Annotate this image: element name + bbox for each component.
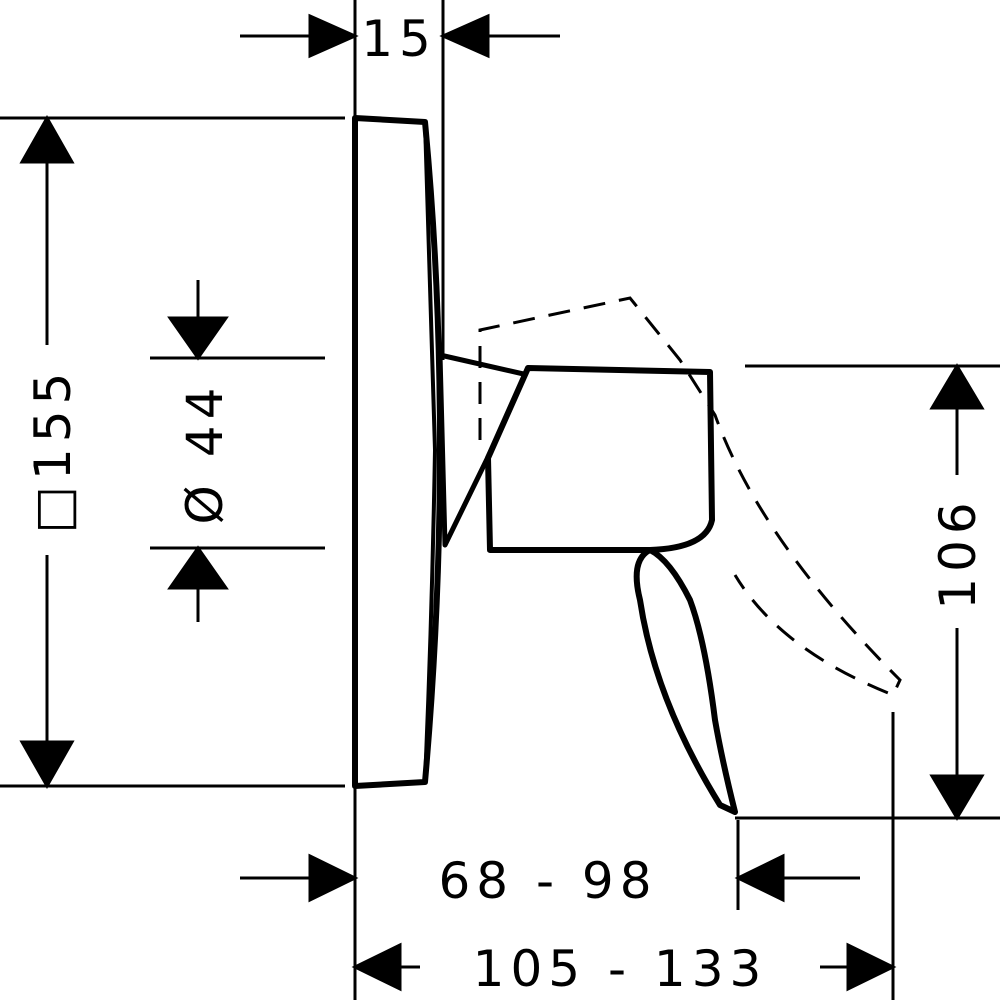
dimension-plate-size [0,114,345,790]
lever-handle [437,352,738,815]
lever-open-position [478,296,902,697]
dimension-plate-thickness [240,0,560,360]
wall-plate [352,115,443,789]
dimension-label-plate-size: □155 [24,367,82,534]
dimension-projection-total [351,712,897,1000]
dimension-label-plate-thickness: 15 [361,10,437,68]
dimension-label-lever-height: 106 [929,496,987,609]
dimension-projection-min-max [240,786,860,1000]
dimension-connection-diameter [150,280,325,622]
dimension-lever-height [735,363,1000,821]
dimension-label-connection-diameter: Ø 44 [176,382,234,525]
dimension-label-projection-min-max: 68 - 98 [438,852,657,910]
dimension-label-projection-total: 105 - 133 [473,940,768,998]
